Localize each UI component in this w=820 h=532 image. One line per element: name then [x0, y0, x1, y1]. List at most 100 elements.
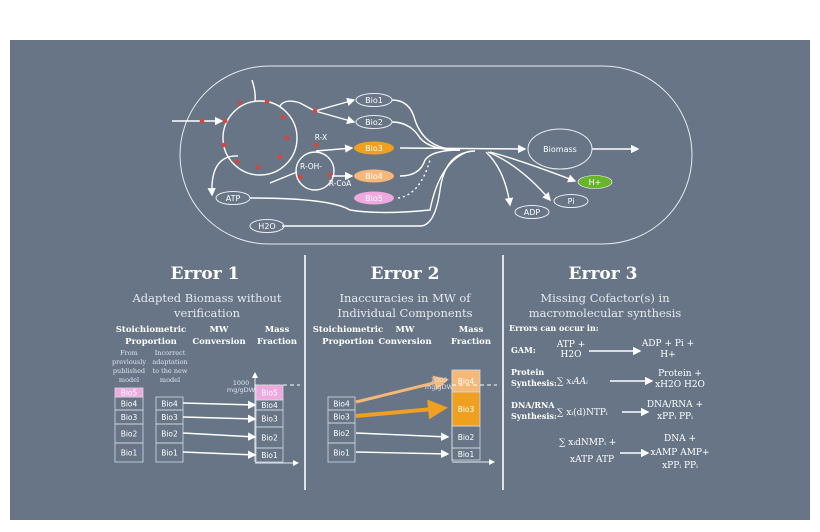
- conversion-arrow-bio3: [355, 399, 448, 420]
- error1-panel: Error 1 Adapted Biomass without verifica…: [112, 264, 300, 466]
- header-stoich: Proportion: [125, 337, 177, 347]
- error2-subtitle-2: Individual Components: [337, 306, 472, 320]
- label-rx: R-X: [315, 133, 327, 142]
- e2-right-label: Bio1: [458, 450, 475, 459]
- e1-middle-label: Bio2: [161, 430, 178, 439]
- e2-right-box: Bio3: [451, 391, 481, 427]
- conversion-arrow: [182, 432, 257, 441]
- dnarna-lhs: ∑ xᵢ(d)NTPᵢ: [557, 407, 608, 418]
- node-biomass[interactable]: Biomass: [527, 128, 593, 170]
- conversion-arrow: [355, 432, 450, 441]
- dna-rhs: DNA +: [664, 434, 696, 444]
- e1-left-label: Bio5: [121, 389, 138, 398]
- dnarna-label: Synthesis:: [511, 411, 557, 421]
- header-mw: MW: [396, 325, 415, 335]
- svg-text:H2O: H2O: [258, 222, 275, 231]
- node-bio5[interactable]: Bio5: [354, 191, 394, 205]
- dna-lhs: xATP ATP: [570, 455, 614, 465]
- error2-title: Error 2: [371, 264, 440, 284]
- protein-rhs: xH2O H2O: [655, 380, 705, 390]
- protein-label: Synthesis:: [511, 378, 557, 388]
- svg-text:Bio3: Bio3: [365, 144, 383, 153]
- note-middle: model: [160, 376, 180, 384]
- node-adp[interactable]: ADP: [514, 205, 550, 219]
- dnarna-label: DNA/RNA: [511, 400, 555, 410]
- dnarna-rhs: DNA/RNA +: [647, 400, 703, 410]
- error3-panel: Error 3 Missing Cofactor(s) in macromole…: [509, 264, 710, 471]
- flux-h-plus: [489, 151, 577, 183]
- e2-left-label: Bio3: [333, 413, 350, 422]
- protein-lhs: ∑ xᵢAAᵢ: [557, 377, 588, 387]
- node-bio2[interactable]: Bio2: [355, 115, 393, 129]
- protein-rhs: Protein +: [658, 369, 702, 379]
- error2-subtitle-1: Inaccuracies in MW of: [339, 291, 471, 305]
- note-left: previously: [112, 358, 146, 366]
- node-h-plus[interactable]: H+: [577, 175, 613, 189]
- svg-text:Bio5: Bio5: [365, 194, 383, 203]
- svg-text:Bio4: Bio4: [365, 172, 383, 181]
- note-left: published: [113, 367, 145, 375]
- bio4-to-biomass: [399, 149, 461, 177]
- e1-left-label: Bio1: [121, 449, 138, 458]
- flux-adp: [485, 151, 514, 207]
- header-mass: Mass: [265, 325, 290, 335]
- e1-right-box: Bio5: [255, 384, 284, 401]
- tca-cycle: [222, 100, 298, 176]
- header-stoich: Proportion: [322, 337, 374, 347]
- e1-left-label: Bio2: [121, 430, 138, 439]
- header-mw: Conversion: [192, 337, 245, 347]
- node-bio4[interactable]: Bio4: [354, 169, 394, 183]
- svg-text:ATP: ATP: [226, 194, 241, 203]
- limit-label: 1000: [431, 376, 448, 384]
- e2-left-label: Bio2: [333, 429, 350, 438]
- e1-left-label: Bio4: [121, 400, 138, 409]
- note-left: From: [120, 349, 138, 357]
- flux-roh: [269, 171, 298, 184]
- node-bio3[interactable]: Bio3: [354, 141, 394, 155]
- bio1-to-biomass: [391, 99, 461, 151]
- node-atp[interactable]: ATP: [215, 191, 251, 205]
- header-mass: Fraction: [257, 337, 297, 347]
- protein-label: Protein: [511, 367, 544, 377]
- dna-rhs: xPPᵢ PPᵢ: [662, 461, 698, 471]
- header-mass: Fraction: [451, 337, 491, 347]
- svg-text:Bio2: Bio2: [365, 118, 383, 127]
- gam-label: GAM:: [511, 345, 536, 355]
- svg-text:Pi: Pi: [568, 197, 575, 206]
- flux-pi: [487, 151, 551, 202]
- e2-right-label: Bio2: [458, 433, 475, 442]
- reaction-dots: [199, 99, 333, 180]
- error1-subtitle-1: Adapted Biomass without: [131, 291, 281, 305]
- h2o-to-biomass: [282, 150, 476, 227]
- error1-subtitle-2: verification: [173, 306, 241, 320]
- e1-right-label: Bio3: [261, 415, 278, 424]
- metabolic-network: Bio1 Bio2 Bio3 Bio4 Bio5 Biomass H+ Pi A…: [172, 65, 693, 245]
- e1-right-label: Bio2: [261, 434, 278, 443]
- limit-label: mg/gDW: [227, 386, 256, 394]
- conversion-arrow: [182, 400, 257, 410]
- e1-middle-label: Bio3: [161, 413, 178, 422]
- error3-subtitle-2: macromolecular synthesis: [529, 306, 682, 320]
- gam-lhs: H2O: [561, 350, 582, 360]
- e1-middle-label: Bio1: [161, 449, 178, 458]
- conversion-arrow: [182, 450, 257, 459]
- e2-right-box: Bio4: [451, 369, 481, 393]
- flux-bio3: [315, 144, 354, 153]
- node-h2o[interactable]: H2O: [249, 219, 285, 233]
- limit-label: mg/gDW: [425, 383, 454, 391]
- error2-panel: Error 2 Inaccuracies in MW of Individual…: [313, 264, 497, 465]
- node-pi[interactable]: Pi: [553, 194, 589, 208]
- header-mw: MW: [210, 325, 229, 335]
- header-mass: Mass: [459, 325, 484, 335]
- atp-to-biomass: [249, 150, 471, 214]
- svg-text:H+: H+: [589, 178, 602, 187]
- flux-bio1: [279, 97, 356, 112]
- node-bio1[interactable]: Bio1: [355, 93, 393, 107]
- e1-right-label: Bio4: [261, 401, 278, 410]
- cell-membrane: [179, 65, 693, 245]
- note-middle: Incorrect: [155, 349, 186, 357]
- e2-right-label: Bio4: [458, 377, 475, 386]
- gam-rhs: ADP + Pi +: [641, 339, 694, 349]
